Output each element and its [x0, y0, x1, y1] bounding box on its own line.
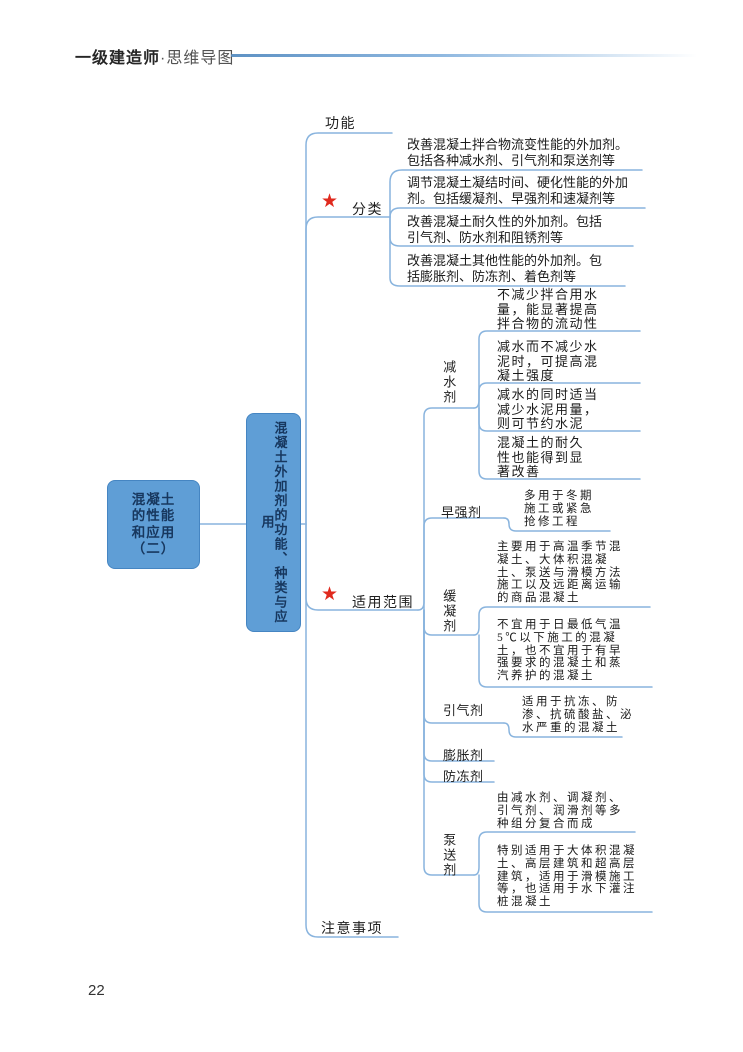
classification-item: 改善混凝土其他性能的外加剂。包 括膨胀剂、防冻剂、着色剂等 — [407, 253, 603, 284]
brand-title: 一级建造师 — [75, 50, 161, 67]
connector-rt-item-1 — [478, 634, 653, 688]
water-reducer-item: 减水的同时适当 减少水泥用量， 则可节约水泥 — [497, 387, 599, 432]
branch-function: 功能 — [325, 117, 356, 132]
connector-agent-water-reducer — [417, 407, 475, 611]
connector-agent-early-strength — [423, 517, 505, 611]
connector-agent-pumping — [423, 609, 475, 876]
root-node: 混凝土 的性能 和应用 （二） — [107, 480, 200, 569]
connector-branch-classification — [305, 216, 391, 525]
agent-pumping: 泵送剂 — [441, 833, 457, 878]
classification-item: 调节混凝土凝结时间、硬化性能的外加 剂。包括缓凝剂、早强剂和速凝剂等 — [407, 175, 629, 206]
retarder-item: 不宜用于日最低气温 5℃以下施工的混凝 土，也不宜用于有早 强要求的混凝土和蒸 … — [497, 619, 623, 683]
pumping-item: 由减水剂、调凝剂、 引气剂、润滑剂等多 种组分复合而成 — [497, 792, 623, 830]
water-reducer-item: 混凝土的耐久 性也能得到显 著改善 — [497, 435, 585, 480]
branch-application-scope: 适用范围 — [352, 596, 414, 611]
connector-wr-item-3 — [478, 407, 641, 480]
connector-branch-function — [305, 132, 393, 525]
classification-item: 改善混凝土拌合物流变性能的外加剂。 包括各种减水剂、引气剂和泵送剂等 — [407, 137, 629, 168]
agent-antifreeze: 防冻剂 — [443, 769, 484, 784]
agent-air-entraining: 引气剂 — [443, 703, 484, 718]
connector-es-item-0 — [503, 517, 611, 532]
agent-water-reducer: 减水剂 — [441, 360, 457, 405]
page-number: 22 — [88, 982, 105, 999]
star-icon: ★ — [321, 190, 339, 212]
connector-class-item-0 — [389, 169, 643, 218]
connector-ae-item-0 — [503, 722, 623, 738]
page-header: 一级建造师·思维导图 — [75, 44, 234, 68]
agent-early-strength: 早强剂 — [441, 505, 482, 520]
connector-class-item-1 — [389, 207, 646, 218]
water-reducer-item: 不减少拌合用水 量，能显著提高 拌合物的流动性 — [497, 287, 599, 332]
air-entraining-item: 适用于抗冻、防 渗、抗硫酸盐、泌 水严重的混凝土 — [522, 696, 634, 734]
brand-subtitle: ·思维导图 — [160, 50, 235, 67]
branch-notes: 注意事项 — [321, 922, 383, 937]
classification-item: 改善混凝土耐久性的外加剂。包括 引气剂、防水剂和阻锈剂等 — [407, 214, 603, 245]
connector-pp-item-0 — [473, 831, 636, 876]
connector-branch-notes — [305, 523, 399, 938]
connector-class-item-3 — [389, 216, 626, 287]
connector-wr-item-0 — [473, 330, 641, 409]
topic-node-label: 混凝土外加剂的功能、种类与应用 — [259, 421, 288, 624]
pumping-item: 特别适用于大体积混凝 土、高层建筑和超高层 建筑，适用于滑模施工 等，也适用于水… — [497, 845, 637, 909]
branch-classification: 分类 — [352, 203, 383, 218]
early-strength-item: 多用于冬期 施工或紧急 抢修工程 — [524, 490, 594, 528]
connector-rt-item-0 — [473, 606, 651, 636]
agent-expansion: 膨胀剂 — [443, 748, 484, 763]
agent-retarder: 缓凝剂 — [441, 589, 457, 634]
header-rule — [231, 54, 697, 57]
water-reducer-item: 减水而不减少水 泥时，可提高混 凝土强度 — [497, 339, 599, 384]
connector-wr-item-1 — [478, 382, 641, 409]
connector-agent-expansion — [423, 609, 495, 762]
topic-node: 混凝土外加剂的功能、种类与应用 — [246, 413, 301, 632]
star-icon: ★ — [321, 583, 339, 605]
retarder-item: 主要用于高温季节混 凝土、大体积混凝 土、泵送与滑模方法 施工以及远距离运输 的… — [497, 541, 623, 605]
connector-pp-item-1 — [478, 874, 653, 913]
